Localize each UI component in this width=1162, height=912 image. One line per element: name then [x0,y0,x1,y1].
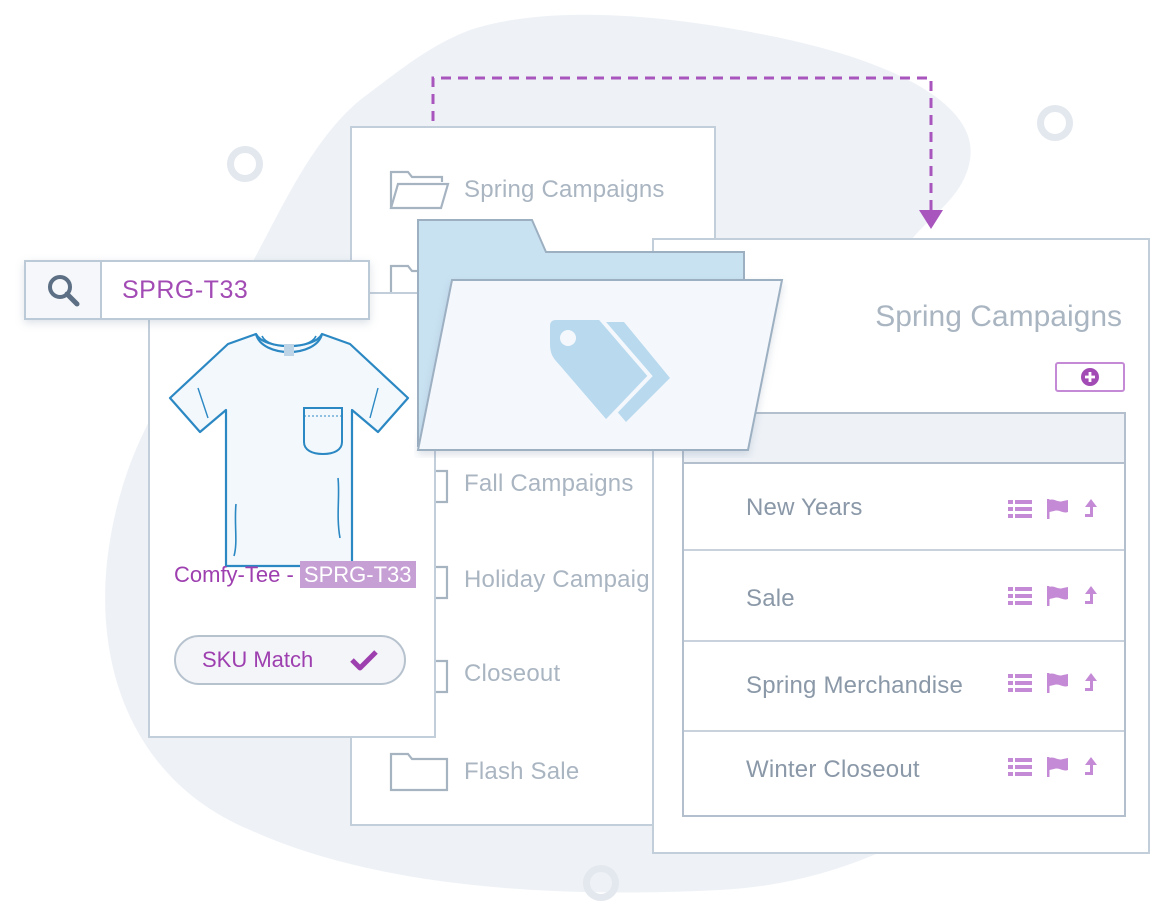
folder-label: Fall Campaigns [464,470,634,497]
decor-ring [1037,105,1073,141]
arrow-up-icon[interactable] [1084,498,1098,520]
folder-open-icon [416,219,784,451]
arrow-up-icon[interactable] [1084,672,1098,694]
tshirt-icon [168,332,410,568]
folder-open-icon [389,170,450,210]
product-title: Comfy-Tee - SPRG-T33 [174,561,416,588]
arrow-up-icon[interactable] [1084,585,1098,607]
flag-icon[interactable] [1046,672,1070,694]
table-row[interactable]: Sale [684,551,1124,642]
product-sku-highlight: SPRG-T33 [299,561,416,588]
product-card: Comfy-Tee - SPRG-T33 SKU Match [148,292,436,738]
row-label: Winter Closeout [746,756,920,783]
folder-item-flash-sale[interactable]: Flash Sale [388,750,579,794]
table-header [684,414,1124,464]
table-row[interactable]: Spring Merchandise [684,642,1124,732]
flag-icon[interactable] [1046,498,1070,520]
flag-icon[interactable] [1046,756,1070,778]
decor-ring [583,865,619,901]
campaign-table: New Years Sale Spring Merchandise [682,412,1126,817]
folder-label: Holiday Campaig [464,566,650,593]
folder-label: Spring Campaigns [464,176,665,203]
sku-match-button[interactable]: SKU Match [174,635,406,685]
list-icon[interactable] [1008,499,1032,519]
folder-icon [389,752,449,792]
sku-match-label: SKU Match [202,647,314,672]
search-button[interactable] [26,262,102,318]
folder-label: Closeout [464,660,561,687]
campaign-panel-title: Spring Campaigns [875,300,1122,333]
table-row[interactable]: New Years [684,464,1124,551]
flag-icon[interactable] [1046,585,1070,607]
arrow-up-icon[interactable] [1084,756,1098,778]
tag-icon [546,316,670,425]
list-icon[interactable] [1008,586,1032,606]
decor-ring [227,146,263,182]
plus-circle-icon [1081,368,1099,386]
campaign-panel: Spring Campaigns New Years Sale [652,238,1150,854]
list-icon[interactable] [1008,757,1032,777]
row-label: Spring Merchandise [746,672,964,699]
product-name: Comfy-Tee - [174,562,300,587]
add-campaign-button[interactable] [1055,362,1125,392]
folder-item-spring[interactable]: Spring Campaigns [388,168,665,212]
list-icon[interactable] [1008,673,1032,693]
row-label: New Years [746,494,863,521]
table-row[interactable]: Winter Closeout [684,732,1124,819]
folder-label: Flash Sale [464,758,580,785]
search-input[interactable]: SPRG-T33 [122,276,249,304]
row-label: Sale [746,585,795,612]
search-bar[interactable]: SPRG-T33 [24,260,370,320]
search-icon [48,275,80,307]
check-icon [350,650,378,671]
